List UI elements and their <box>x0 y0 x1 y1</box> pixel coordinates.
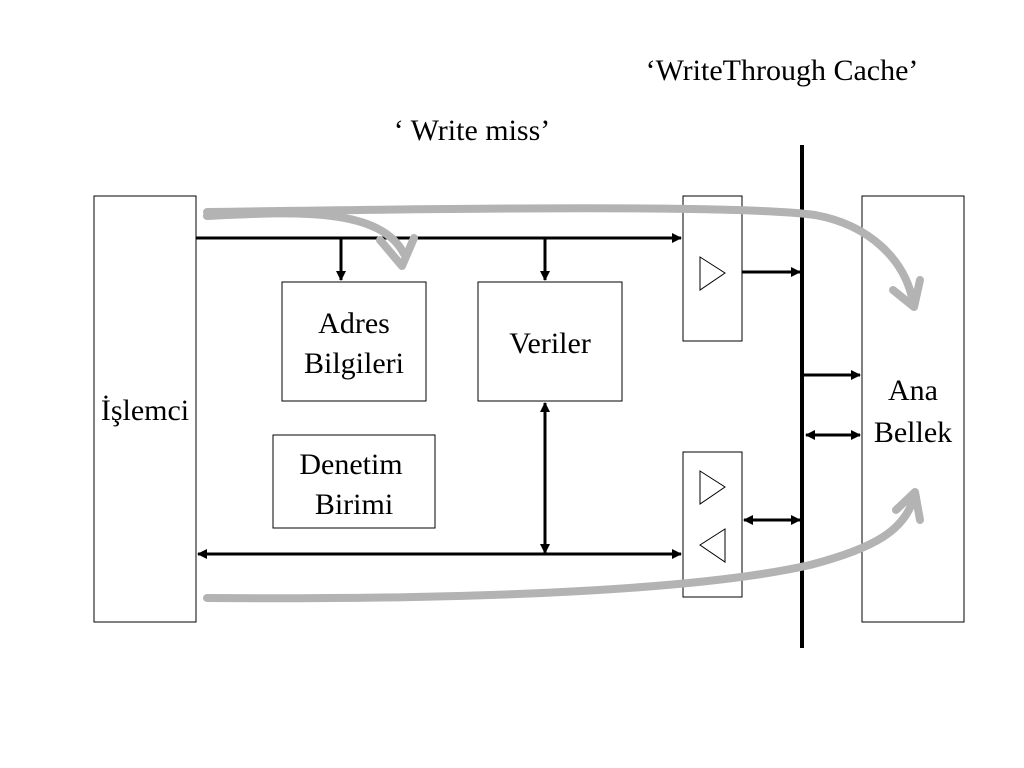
flow-processor-to-memory-bottom-arrow <box>203 493 918 603</box>
flow-to-main-memory-arrow <box>203 204 917 306</box>
flow-to-address-info-arrow <box>203 209 408 258</box>
diagram-title: ‘WriteThrough Cache’ <box>646 54 919 87</box>
data-buffer-block <box>682 451 743 598</box>
address-info-label-line2: Bilgileri <box>304 347 404 380</box>
data-buffer-left-triangle-icon <box>699 528 726 563</box>
flow-to-main-memory-arrowhead <box>889 276 924 311</box>
data-block <box>477 281 623 402</box>
main-memory-block <box>861 195 965 623</box>
address-info-label-line1: Adres <box>318 307 390 340</box>
diagram-subtitle: ‘ Write miss’ <box>394 114 551 147</box>
address-buffer-triangle-icon <box>699 256 726 291</box>
processor-block <box>93 195 197 623</box>
processor-label: İşlemci <box>101 394 189 427</box>
main-memory-label-line1: Ana <box>888 374 938 407</box>
control-unit-label-line1: Denetim <box>299 448 402 481</box>
data-buffer-right-triangle-icon <box>699 470 726 505</box>
flow-to-address-info-arrowhead <box>376 234 418 270</box>
control-unit-block <box>272 434 436 529</box>
address-info-block <box>281 281 427 402</box>
data-label: Veriler <box>509 327 591 360</box>
main-memory-label-line2: Bellek <box>874 416 952 449</box>
flow-bottom-arrowhead <box>892 488 924 524</box>
control-unit-label-line2: Birimi <box>315 488 393 521</box>
